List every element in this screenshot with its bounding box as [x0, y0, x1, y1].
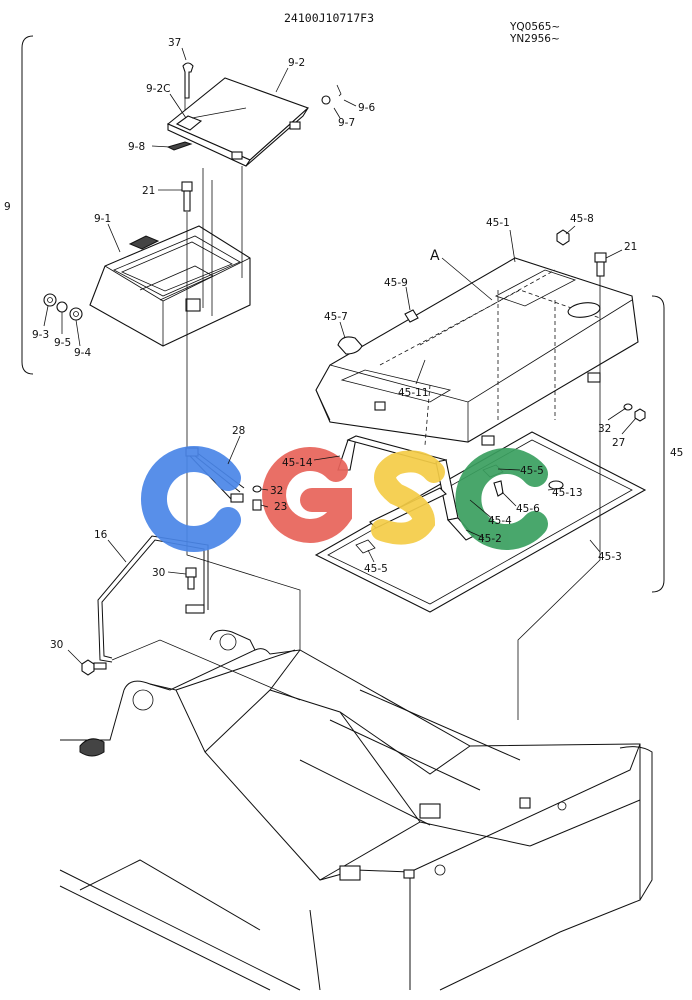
- callout-45-4: 45-4: [488, 515, 512, 527]
- bolt-30-upper: [185, 567, 197, 590]
- clip-45-9: [404, 309, 419, 323]
- callout-21-cover: 21: [624, 241, 637, 253]
- callout-9-4: 9-4: [74, 347, 91, 359]
- watermark-logo: [140, 446, 548, 552]
- callout-45-3: 45-3: [598, 551, 622, 563]
- callout-9-6: 9-6: [358, 102, 375, 114]
- serial-range-1: YQ0565~: [509, 21, 560, 33]
- serial-range-2: YN2956~: [509, 33, 560, 45]
- callout-45-5-lower: 45-5: [364, 563, 388, 575]
- guide-line-3: [186, 212, 301, 650]
- washer-32-left: [252, 485, 262, 493]
- callout-45-8: 45-8: [570, 213, 594, 225]
- callout-45-5-upper: 45-5: [520, 465, 544, 477]
- guide-line-6: [517, 420, 601, 720]
- toolbox-lid-9-2: [166, 77, 310, 167]
- callout-45-7: 45-7: [324, 311, 348, 323]
- watermark-g-red: [262, 447, 352, 543]
- callout-27: 27: [612, 437, 625, 449]
- pin-9-6: [336, 84, 342, 97]
- callout-45-9: 45-9: [384, 277, 408, 289]
- callout-21-box: 21: [142, 185, 155, 197]
- callout-16: 16: [94, 529, 108, 541]
- callout-23: 23: [274, 501, 287, 513]
- plug-45-7: [337, 336, 363, 355]
- washer-9-7: [321, 95, 331, 105]
- watermark-c-blue: [140, 446, 241, 552]
- revolving-frame: [59, 629, 653, 991]
- callout-45-11: 45-11: [398, 387, 429, 399]
- bolt-21-box: [181, 181, 193, 212]
- view-marker-a: A: [430, 248, 440, 264]
- callout-45-6: 45-6: [516, 503, 540, 515]
- callout-32-left: 32: [270, 485, 283, 497]
- callout-32-right: 32: [598, 423, 611, 435]
- callout-9-2: 9-2: [288, 57, 305, 69]
- callout-9-5: 9-5: [54, 337, 71, 349]
- group-45-label: 45: [670, 447, 683, 459]
- group-9-label: 9: [4, 201, 11, 213]
- bracket-rod-16: [97, 535, 209, 663]
- callout-37: 37: [168, 37, 181, 49]
- callout-28: 28: [232, 425, 245, 437]
- spring-washer-9-5: [56, 301, 68, 313]
- callout-9-1: 9-1: [94, 213, 111, 225]
- nut-9-3: [43, 293, 57, 307]
- watermark-c-green: [455, 448, 548, 550]
- nut-45-8: [556, 229, 570, 246]
- callout-45-2: 45-2: [478, 533, 502, 545]
- callout-9-2c: 9-2C: [146, 83, 170, 95]
- battery-cover-45-1: [315, 257, 639, 446]
- drawing-number: 24100J10717F3: [284, 11, 374, 25]
- key-37: [182, 62, 194, 110]
- callout-9-3: 9-3: [32, 329, 49, 341]
- toolbox-body-9-1: [89, 225, 251, 347]
- group-9-bracket: [21, 35, 34, 375]
- washer-9-4: [69, 307, 83, 321]
- callout-30-lower: 30: [50, 639, 63, 651]
- callout-30-upper: 30: [152, 567, 165, 579]
- guide-line-7: [111, 639, 301, 701]
- callout-45-14: 45-14: [282, 457, 313, 469]
- callout-9-7: 9-7: [338, 117, 355, 129]
- group-45-bracket: [651, 295, 665, 593]
- clip-45-5-lower: [355, 539, 376, 554]
- callout-45-13: 45-13: [552, 487, 583, 499]
- lid-hinge-9-8: [166, 141, 193, 151]
- bolt-30-lower: [81, 659, 107, 676]
- nut-27: [634, 408, 646, 422]
- leader-lines: [43, 47, 637, 665]
- watermark-s-yellow: [371, 450, 445, 545]
- washer-32-right: [623, 403, 633, 411]
- bolt-21-cover: [594, 252, 607, 277]
- callout-45-1: 45-1: [486, 217, 510, 229]
- callout-9-8: 9-8: [128, 141, 145, 153]
- bolt-23: [252, 499, 262, 511]
